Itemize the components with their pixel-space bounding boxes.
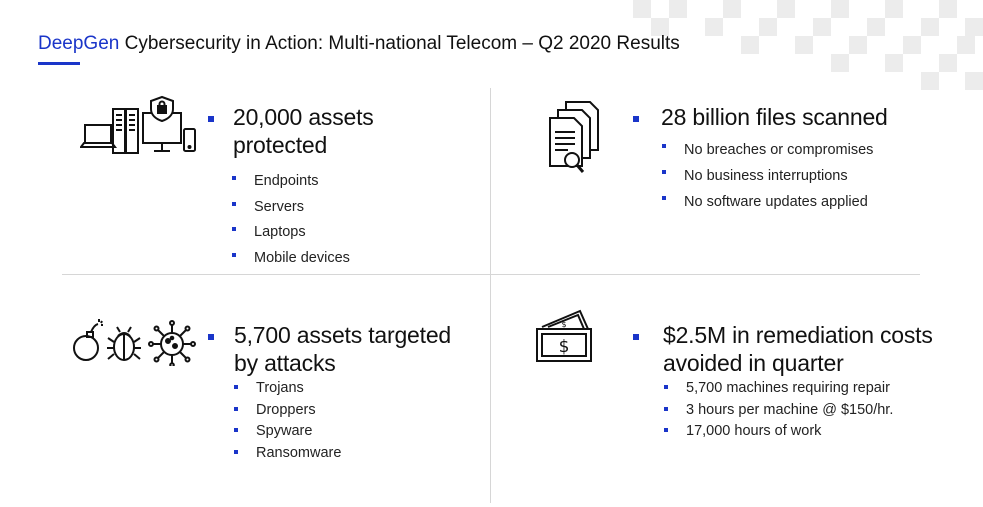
attacks-heading-line1: 5,700 assets targeted	[234, 322, 452, 348]
list-item: Ransomware	[234, 443, 341, 465]
costs-heading: $2.5M in remediation costs avoided in qu…	[663, 321, 933, 377]
list-item: No business interruptions	[662, 163, 873, 189]
list-item: No software updates applied	[662, 189, 873, 215]
assets-list: Endpoints Servers Laptops Mobile devices	[232, 169, 350, 271]
assets-heading-line2: protected	[233, 132, 328, 158]
horizontal-divider	[62, 274, 920, 275]
heading-bullet	[633, 334, 639, 340]
attacks-list: Trojans Droppers Spyware Ransomware	[234, 378, 341, 464]
heading-bullet	[208, 334, 214, 340]
bomb-bug-virus-icon	[72, 316, 196, 366]
list-item: Laptops	[232, 220, 350, 246]
svg-text:$: $	[559, 337, 570, 357]
files-heading: 28 billion files scanned	[661, 103, 888, 131]
heading-bullet	[633, 116, 639, 122]
brand-name: DeepGen	[38, 33, 120, 54]
list-item: No breaches or compromises	[662, 137, 873, 163]
costs-heading-line1: $2.5M in remediation costs	[663, 322, 933, 348]
devices-lock-icon	[80, 95, 198, 157]
costs-list: 5,700 machines requiring repair 3 hours …	[664, 378, 893, 443]
files-list: No breaches or compromises No business i…	[662, 137, 873, 215]
list-item: 17,000 hours of work	[664, 421, 893, 443]
heading-bullet	[208, 116, 214, 122]
list-item: 5,700 machines requiring repair	[664, 378, 893, 400]
svg-text:$: $	[561, 320, 566, 329]
documents-magnifier-icon	[546, 100, 604, 178]
list-item: Droppers	[234, 400, 341, 422]
page-title: DeepGen Cybersecurity in Action: Multi-n…	[38, 33, 680, 55]
costs-heading-line2: avoided in quarter	[663, 350, 844, 376]
attacks-heading-line2: by attacks	[234, 350, 336, 376]
files-heading-line1: 28 billion files scanned	[661, 104, 888, 130]
assets-heading: 20,000 assets protected	[233, 103, 374, 159]
list-item: 3 hours per machine @ $150/hr.	[664, 400, 893, 422]
vertical-divider	[490, 88, 491, 503]
list-item: Endpoints	[232, 169, 350, 195]
title-underline	[38, 62, 80, 65]
decorative-pixel-pattern	[623, 0, 983, 90]
money-bill-icon: $ $	[534, 305, 596, 367]
attacks-heading: 5,700 assets targeted by attacks	[234, 321, 451, 377]
list-item: Mobile devices	[232, 246, 350, 272]
list-item: Spyware	[234, 421, 341, 443]
list-item: Trojans	[234, 378, 341, 400]
list-item: Servers	[232, 195, 350, 221]
title-text: Cybersecurity in Action: Multi-national …	[119, 33, 680, 54]
assets-heading-line1: 20,000 assets	[233, 104, 374, 130]
